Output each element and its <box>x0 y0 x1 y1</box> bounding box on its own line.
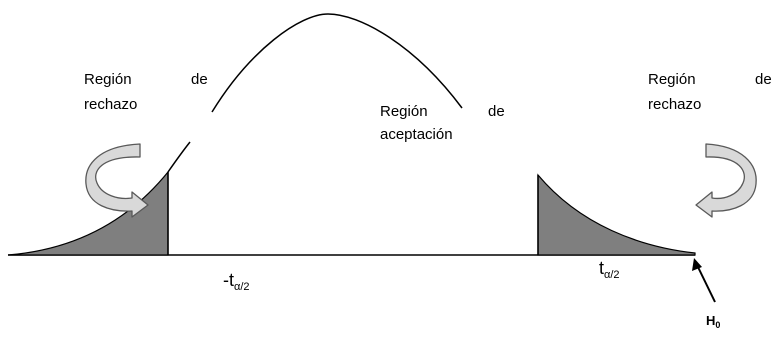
svg-text:de: de <box>191 71 208 88</box>
right-critical-value: tα/2 <box>599 258 620 281</box>
svg-text:Región: Región <box>648 71 696 88</box>
right-region-label: Región de rechazo <box>648 71 772 113</box>
svg-text:aceptación: aceptación <box>380 126 453 143</box>
svg-text:de: de <box>755 71 772 88</box>
svg-text:rechazo: rechazo <box>84 96 137 113</box>
curved-arrow-right-icon <box>85 143 149 218</box>
curve-left-shoulder <box>167 141 191 173</box>
pointer-arrow-icon <box>692 258 716 303</box>
svg-text:Región: Región <box>380 103 428 120</box>
svg-text:de: de <box>488 103 505 120</box>
left-region-label: Región de rechazo <box>84 71 208 113</box>
left-critical-value: -tα/2 <box>223 270 250 293</box>
bell-curve-top <box>211 13 463 113</box>
right-rejection-tail <box>537 173 696 256</box>
center-region-label: Región de aceptación <box>380 103 505 143</box>
curved-arrow-left-icon <box>695 143 757 218</box>
svg-text:Región: Región <box>84 71 132 88</box>
h0-label: H0 <box>706 313 720 330</box>
svg-text:rechazo: rechazo <box>648 96 701 113</box>
